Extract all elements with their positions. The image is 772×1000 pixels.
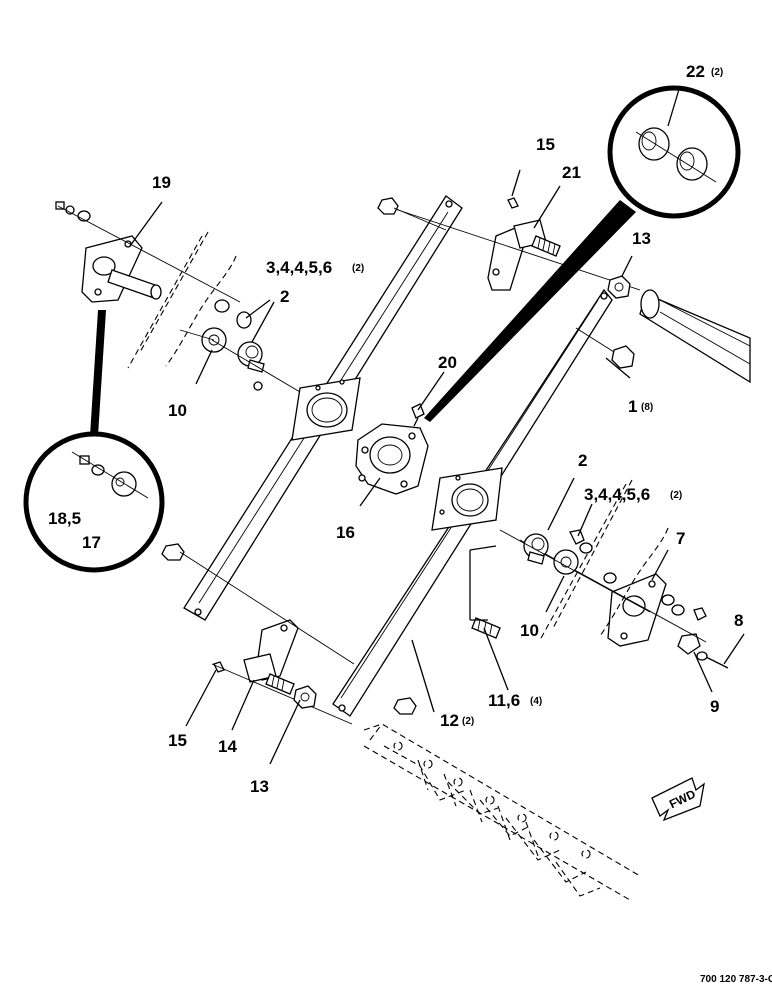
callout-1-qty: (8) xyxy=(641,402,653,413)
connecting-bar-left xyxy=(183,195,463,621)
callout-3-4-4-5-6-left-qty: (2) xyxy=(352,263,364,274)
detail-pointer-22 xyxy=(424,200,636,422)
callout-21: 21 xyxy=(562,163,581,182)
callout-7: 7 xyxy=(676,529,685,548)
callout-8: 8 xyxy=(734,611,743,630)
callout-13-top: 13 xyxy=(632,229,651,248)
callout-17: 17 xyxy=(82,533,101,552)
bolt-left xyxy=(161,543,355,665)
callout-20: 20 xyxy=(438,353,457,372)
fwd-arrow: FWD xyxy=(651,777,705,822)
callout-1: 1 xyxy=(628,397,637,416)
centerline-lower-bracket xyxy=(211,663,353,725)
figure-id: 700 120 787-3-G xyxy=(700,974,772,985)
callout-14: 14 xyxy=(218,737,237,756)
callout-12-qty: (2) xyxy=(462,716,474,727)
callout-12: 12 xyxy=(440,711,459,730)
connecting-bar-right xyxy=(332,288,613,717)
callout-11-6: 11,6 xyxy=(488,691,520,710)
callout-3-4-4-5-6-right: 3,4,4,5,6 xyxy=(584,485,650,504)
callout-18-5: 18,5 xyxy=(48,509,81,528)
drive-shaft xyxy=(639,289,751,384)
sickle-bar xyxy=(363,723,641,901)
guide-dashes-lower-right xyxy=(539,479,669,641)
bolt-11 xyxy=(471,617,501,639)
leader-lines xyxy=(129,85,745,765)
callout-9: 9 xyxy=(710,697,719,716)
callout-19: 19 xyxy=(152,173,171,192)
detail-pointer-17 xyxy=(90,310,106,436)
centerline-upper-bracket xyxy=(391,207,641,291)
detail-circle-17 xyxy=(23,431,165,573)
pitman-arm-7 xyxy=(607,573,729,669)
centerline-upper-left xyxy=(57,205,241,303)
bolt-1 xyxy=(575,327,635,369)
bolt-bottom-right xyxy=(393,697,417,715)
centerline-lower-right xyxy=(519,539,707,643)
guide-dashes-upper-left xyxy=(127,231,237,369)
bolt-washer-group-left xyxy=(179,299,301,393)
callout-2-right: 2 xyxy=(578,451,587,470)
callout-2-left: 2 xyxy=(280,287,289,306)
callout-3-4-4-5-6-right-qty: (2) xyxy=(670,490,682,501)
nut-13-top xyxy=(607,275,631,299)
callout-15-bottom: 15 xyxy=(168,731,187,750)
callout-16: 16 xyxy=(336,523,355,542)
grease-fitting-20 xyxy=(411,403,425,427)
callout-15-top: 15 xyxy=(536,135,555,154)
adjusting-bracket-14 xyxy=(213,619,299,695)
callout-22: 22 xyxy=(686,62,705,81)
adjusting-bracket-21 xyxy=(487,197,561,291)
callout-3-4-4-5-6-left: 3,4,4,5,6 xyxy=(266,258,332,277)
callout-11-6-qty: (4) xyxy=(530,696,542,707)
bearing-housing xyxy=(355,423,429,495)
callout-22-qty: (2) xyxy=(711,67,723,78)
callout-labels: 22 (2) 15 21 19 13 3,4,4,5,6 (2) 2 10 20… xyxy=(48,62,743,796)
bolt-top-left xyxy=(377,197,447,231)
detail-circle-22 xyxy=(607,85,741,219)
callout-10-right: 10 xyxy=(520,621,539,640)
bolt-washer-group-right xyxy=(499,529,651,613)
callout-10-left: 10 xyxy=(168,401,187,420)
callout-13-bottom: 13 xyxy=(250,777,269,796)
